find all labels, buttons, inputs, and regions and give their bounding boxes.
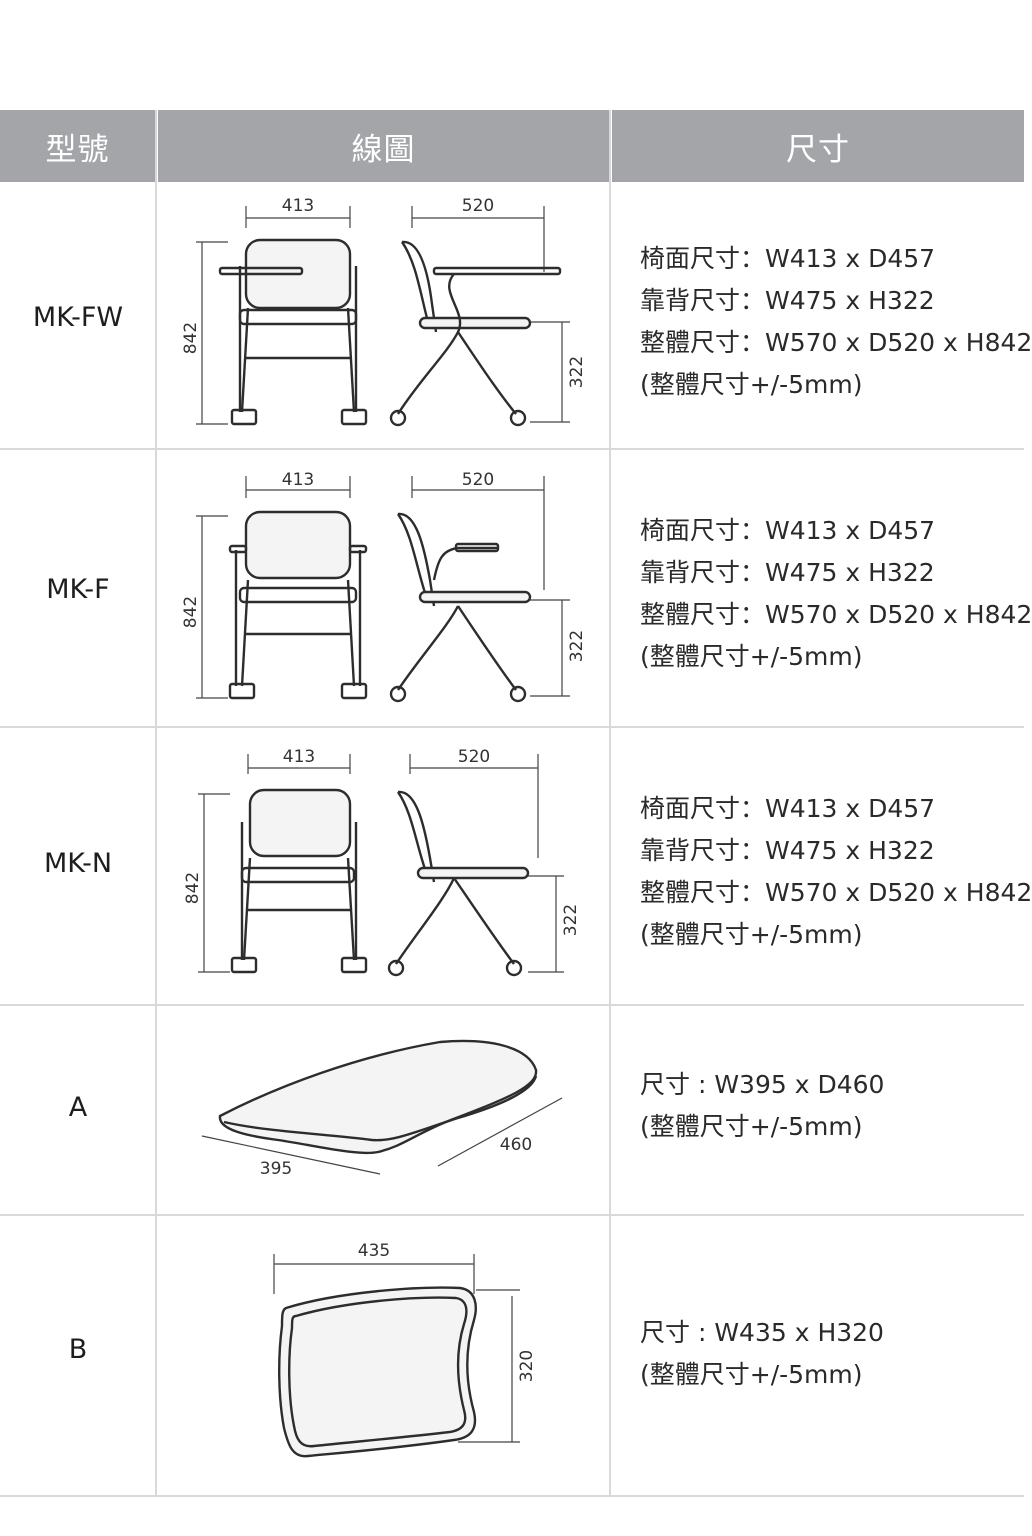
spec-overall: 整體尺寸：W570 x D520 x H842 — [640, 328, 1032, 357]
model-name: B — [68, 1334, 88, 1365]
spec-list: 尺寸 : W435 x H320 (整體尺寸+/-5mm) — [640, 1312, 884, 1396]
header-size: 尺寸 — [612, 110, 1024, 182]
dim-front-width: 413 — [283, 747, 315, 767]
spec-seat: 椅面尺寸：W413 x D457 — [640, 516, 936, 545]
dim-side-depth: 520 — [462, 470, 494, 490]
spec-list: 椅面尺寸：W413 x D457 靠背尺寸：W475 x H322 整體尺寸：W… — [640, 510, 1032, 678]
chair-drawing-mk-n: 413 842 520 322 — [183, 747, 581, 977]
dim-width: 395 — [260, 1159, 292, 1179]
model-name: MK-FW — [32, 302, 124, 333]
column-divider — [155, 110, 157, 1495]
spec-tolerance: (整體尺寸+/-5mm) — [640, 1112, 863, 1141]
spec-tolerance: (整體尺寸+/-5mm) — [640, 642, 863, 671]
dim-height: 320 — [517, 1350, 537, 1382]
table-row-mk-fw: MK-FW 413 842 520 322 — [0, 182, 1032, 450]
seat-cushion-drawing: 395 460 — [201, 1039, 563, 1179]
column-divider — [609, 110, 611, 1495]
dim-side-depth: 520 — [458, 747, 490, 767]
table-row-mk-n: MK-N 413 842 520 322 椅面尺寸：W41 — [0, 728, 1032, 1006]
model-name: A — [68, 1092, 88, 1123]
spec-size: 尺寸 : W435 x H320 — [640, 1318, 884, 1347]
header-drawing: 線圖 — [158, 110, 609, 182]
dim-seat-height: 322 — [567, 356, 587, 388]
spec-overall: 整體尺寸：W570 x D520 x H842 — [640, 878, 1032, 907]
model-name: MK-N — [43, 848, 113, 879]
spec-seat: 椅面尺寸：W413 x D457 — [640, 794, 936, 823]
dim-depth: 460 — [500, 1135, 532, 1155]
dim-height: 842 — [181, 596, 201, 628]
spec-tolerance: (整體尺寸+/-5mm) — [640, 920, 863, 949]
spec-size: 尺寸 : W395 x D460 — [640, 1070, 885, 1099]
spec-back: 靠背尺寸：W475 x H322 — [640, 836, 935, 865]
spec-list: 椅面尺寸：W413 x D457 靠背尺寸：W475 x H322 整體尺寸：W… — [640, 238, 1032, 406]
dim-height: 842 — [181, 322, 201, 354]
table-row-b: B 435 320 尺寸 : W435 x H320 (整體尺寸+/-5mm) — [0, 1216, 1024, 1497]
spec-list: 椅面尺寸：W413 x D457 靠背尺寸：W475 x H322 整體尺寸：W… — [640, 788, 1032, 956]
spec-tolerance: (整體尺寸+/-5mm) — [640, 370, 863, 399]
dim-height: 842 — [183, 872, 203, 904]
spec-back: 靠背尺寸：W475 x H322 — [640, 558, 935, 587]
spec-back: 靠背尺寸：W475 x H322 — [640, 286, 935, 315]
spec-tolerance: (整體尺寸+/-5mm) — [640, 1360, 863, 1389]
chair-drawing-mk-fw: 413 842 520 322 — [181, 196, 587, 427]
table-row-mk-f: MK-F 413 842 520 322 — [0, 450, 1032, 728]
dim-seat-height: 322 — [561, 904, 581, 936]
spec-seat: 椅面尺寸：W413 x D457 — [640, 244, 936, 273]
model-name: MK-F — [46, 574, 110, 605]
dim-seat-height: 322 — [567, 630, 587, 662]
backrest-drawing: 435 320 — [273, 1241, 537, 1458]
table-row-a: A 395 460 尺寸 : W395 x D460 (整體尺寸+/-5mm) — [0, 1006, 1024, 1216]
spec-list: 尺寸 : W395 x D460 (整體尺寸+/-5mm) — [640, 1064, 884, 1148]
dim-front-width: 413 — [282, 196, 314, 216]
header-model: 型號 — [0, 110, 155, 182]
dim-front-width: 413 — [282, 470, 314, 490]
dim-width: 435 — [358, 1241, 390, 1261]
chair-drawing-mk-f: 413 842 520 322 — [181, 470, 587, 703]
spec-overall: 整體尺寸：W570 x D520 x H842 — [640, 600, 1032, 629]
dim-side-depth: 520 — [462, 196, 494, 216]
